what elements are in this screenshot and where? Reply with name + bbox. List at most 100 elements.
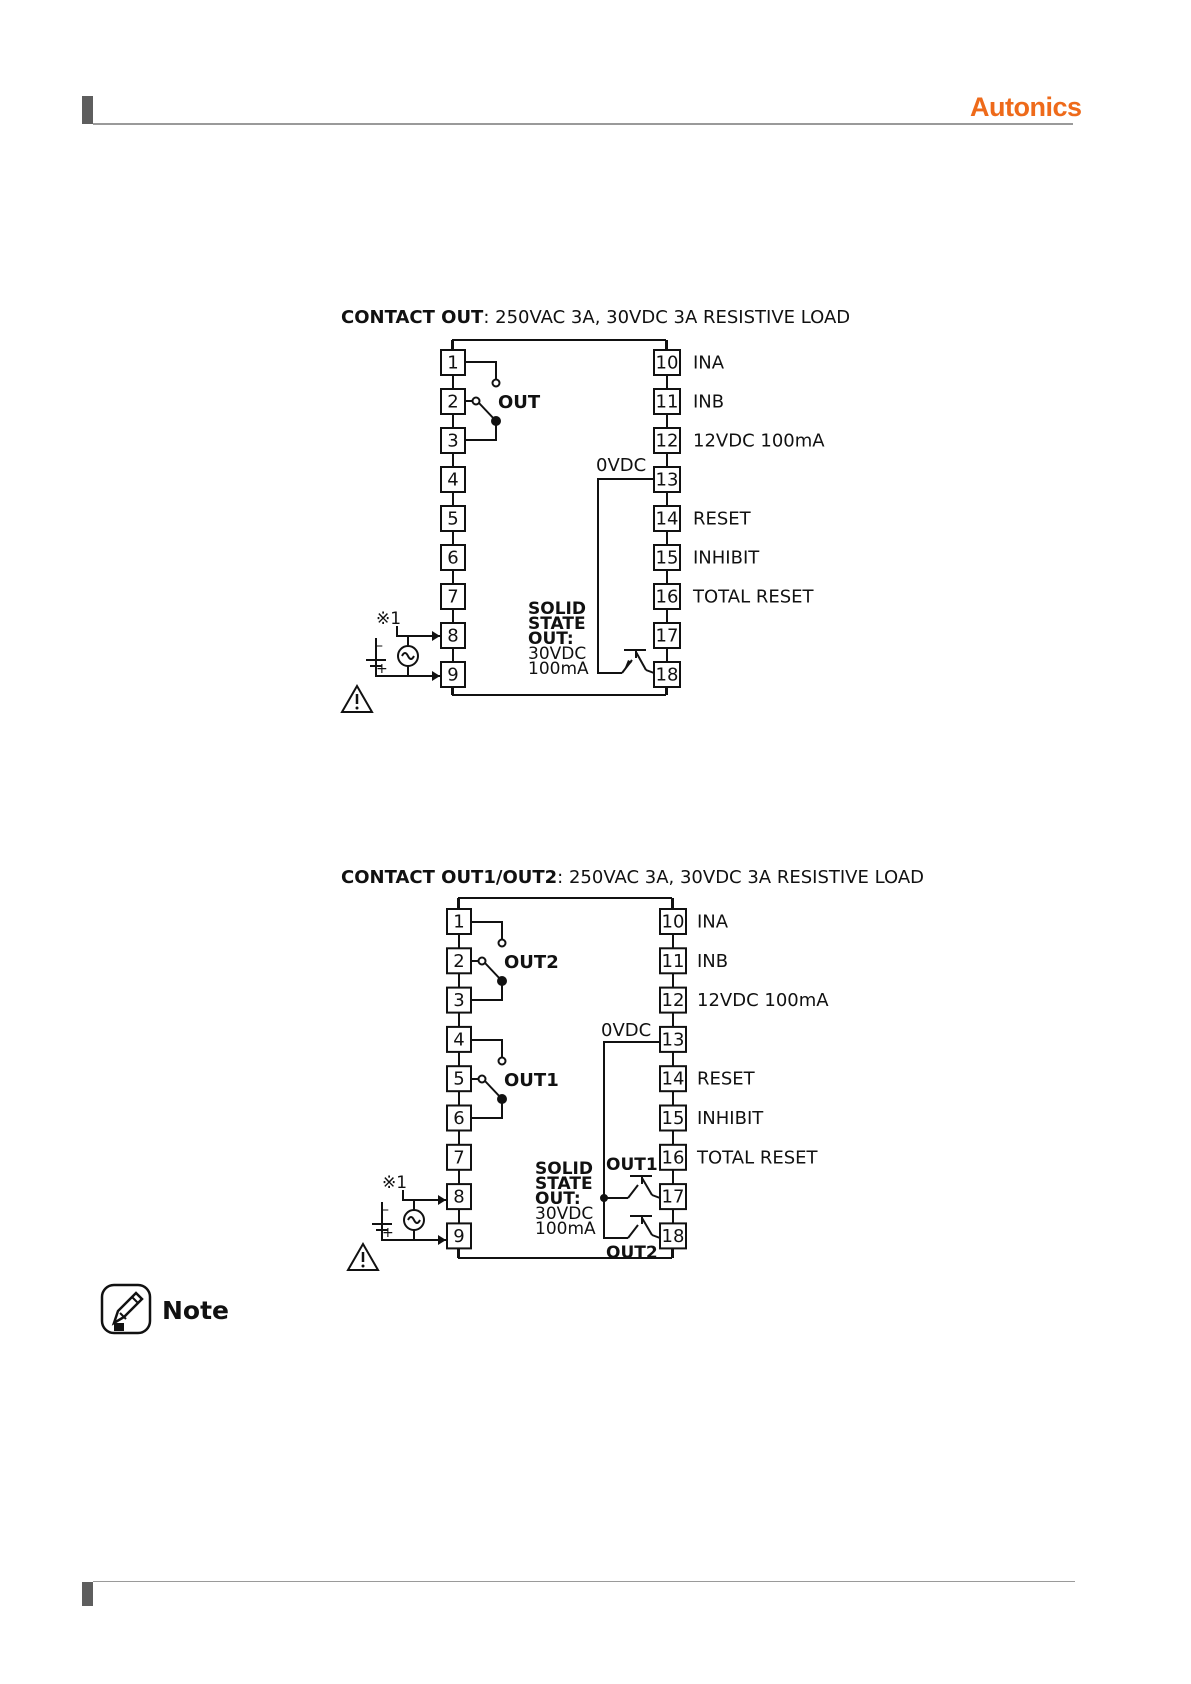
terminal-box [440, 661, 466, 688]
terminal-number: 4 [447, 470, 458, 491]
ss-line: SOLID [535, 1159, 593, 1179]
terminal-box [446, 947, 472, 975]
ss-line: 100mA [528, 659, 589, 679]
diagram2-title-bold: CONTACT OUT1/OUT2 [341, 867, 558, 888]
diagram2-relay2-label: OUT1 [504, 1070, 559, 1091]
terminal-number: 14 [662, 1069, 685, 1090]
terminal-number: 1 [447, 353, 458, 374]
diagram1-solid-state-text: SOLID STATE OUT: 30VDC 100mA [528, 599, 589, 679]
terminal-box [653, 583, 681, 610]
terminal-label: 12VDC 100mA [693, 431, 825, 452]
terminal-number: 6 [447, 548, 458, 569]
ss-line: 30VDC [528, 644, 586, 664]
terminal-box [659, 1183, 687, 1211]
terminal-box [659, 908, 687, 935]
terminal-box [659, 1104, 687, 1132]
ss-line: 100mA [535, 1219, 596, 1239]
diagram1-note-mark: ※1 [376, 609, 401, 629]
terminal-label: INA [697, 912, 729, 933]
diagram2-ss-out2: OUT2 [606, 1243, 658, 1263]
terminal-box [653, 505, 681, 532]
diagram1-title-rest: : 250VAC 3A, 30VDC 3A RESISTIVE LOAD [483, 307, 851, 328]
terminal-number: 7 [453, 1147, 464, 1168]
terminal-box [446, 1104, 472, 1132]
ss-line: OUT: [535, 1189, 581, 1209]
diagram2-relay-out1 [470, 1039, 507, 1119]
terminal-box [440, 466, 466, 493]
terminal-box [440, 622, 466, 649]
terminal-number: 3 [447, 431, 458, 452]
terminal-number: 2 [453, 951, 464, 972]
diagram1-ovdc-label: 0VDC [596, 455, 646, 476]
diagram2-solid-state-text: SOLID STATE OUT: 30VDC 100mA [535, 1159, 596, 1239]
terminal-number: 1 [453, 912, 464, 933]
terminal-box [659, 1143, 687, 1171]
terminal-number: 11 [656, 392, 679, 413]
note-pencil-icon [100, 1283, 152, 1335]
diagram1-arrow-icon [624, 660, 632, 670]
terminal-box [440, 583, 466, 610]
diagram2-ovdc-label: 0VDC [601, 1020, 651, 1041]
footer-rule [93, 1581, 1075, 1582]
terminal-label: RESET [697, 1069, 756, 1090]
terminal-number: 12 [656, 431, 679, 452]
terminal-label: INB [697, 951, 728, 972]
terminal-number: 2 [447, 392, 458, 413]
terminal-number: 15 [662, 1108, 685, 1129]
terminal-label: TOTAL RESET [696, 1147, 819, 1168]
terminal-box [659, 947, 687, 975]
terminal-label: INHIBIT [693, 548, 760, 569]
terminal-box [653, 427, 681, 454]
header-marker [82, 96, 93, 124]
terminal-number: 16 [656, 587, 679, 608]
ss-line: SOLID [528, 599, 586, 619]
plus-sign: + [376, 661, 388, 677]
terminal-box [659, 1065, 687, 1093]
terminal-number: 5 [447, 509, 458, 530]
terminal-box [440, 349, 466, 376]
diagram1-title-bold: CONTACT OUT [341, 307, 484, 328]
terminal-box [653, 388, 681, 415]
terminal-number: 11 [662, 951, 685, 972]
terminal-number: 8 [453, 1187, 464, 1208]
plus-sign: + [382, 1225, 394, 1241]
header-rule [93, 123, 1073, 125]
terminal-number: 18 [662, 1226, 685, 1247]
ss-line: STATE [535, 1174, 593, 1194]
diagram2-relay1-label: OUT2 [504, 952, 559, 973]
ss-line: OUT: [528, 629, 574, 649]
diagram1-relay-contact [464, 361, 501, 441]
terminal-box [440, 544, 466, 571]
terminal-number: 18 [656, 665, 679, 686]
terminal-box [446, 1143, 472, 1171]
diagram2-solid-state-transistors [600, 1041, 661, 1239]
terminal-number: 10 [662, 912, 685, 933]
terminal-box [653, 544, 681, 571]
terminal-number: 5 [453, 1069, 464, 1090]
terminal-number: 9 [447, 665, 458, 686]
terminal-box [440, 388, 466, 415]
terminal-number: 12 [662, 990, 685, 1011]
diagram1-relay-label: OUT [498, 392, 541, 413]
terminal-box [653, 661, 681, 688]
terminal-label: RESET [693, 509, 752, 530]
terminal-number: 9 [453, 1226, 464, 1247]
diagram1-title: CONTACT OUT: 250VAC 3A, 30VDC 3A RESISTI… [341, 307, 850, 328]
terminal-number: 16 [662, 1147, 685, 1168]
terminal-number: 3 [453, 990, 464, 1011]
terminal-box [653, 622, 681, 649]
note-label: Note [162, 1296, 230, 1325]
diagram2-title: CONTACT OUT1/OUT2: 250VAC 3A, 30VDC 3A R… [341, 867, 924, 888]
terminal-box [440, 505, 466, 532]
terminal-number: 6 [453, 1108, 464, 1129]
diagram2-note-mark: ※1 [382, 1173, 407, 1193]
terminal-number: 13 [656, 470, 679, 491]
minus-sign: – [376, 638, 383, 654]
minus-sign: – [382, 1202, 389, 1218]
diagram2-title-rest: : 250VAC 3A, 30VDC 3A RESISTIVE LOAD [557, 867, 924, 888]
